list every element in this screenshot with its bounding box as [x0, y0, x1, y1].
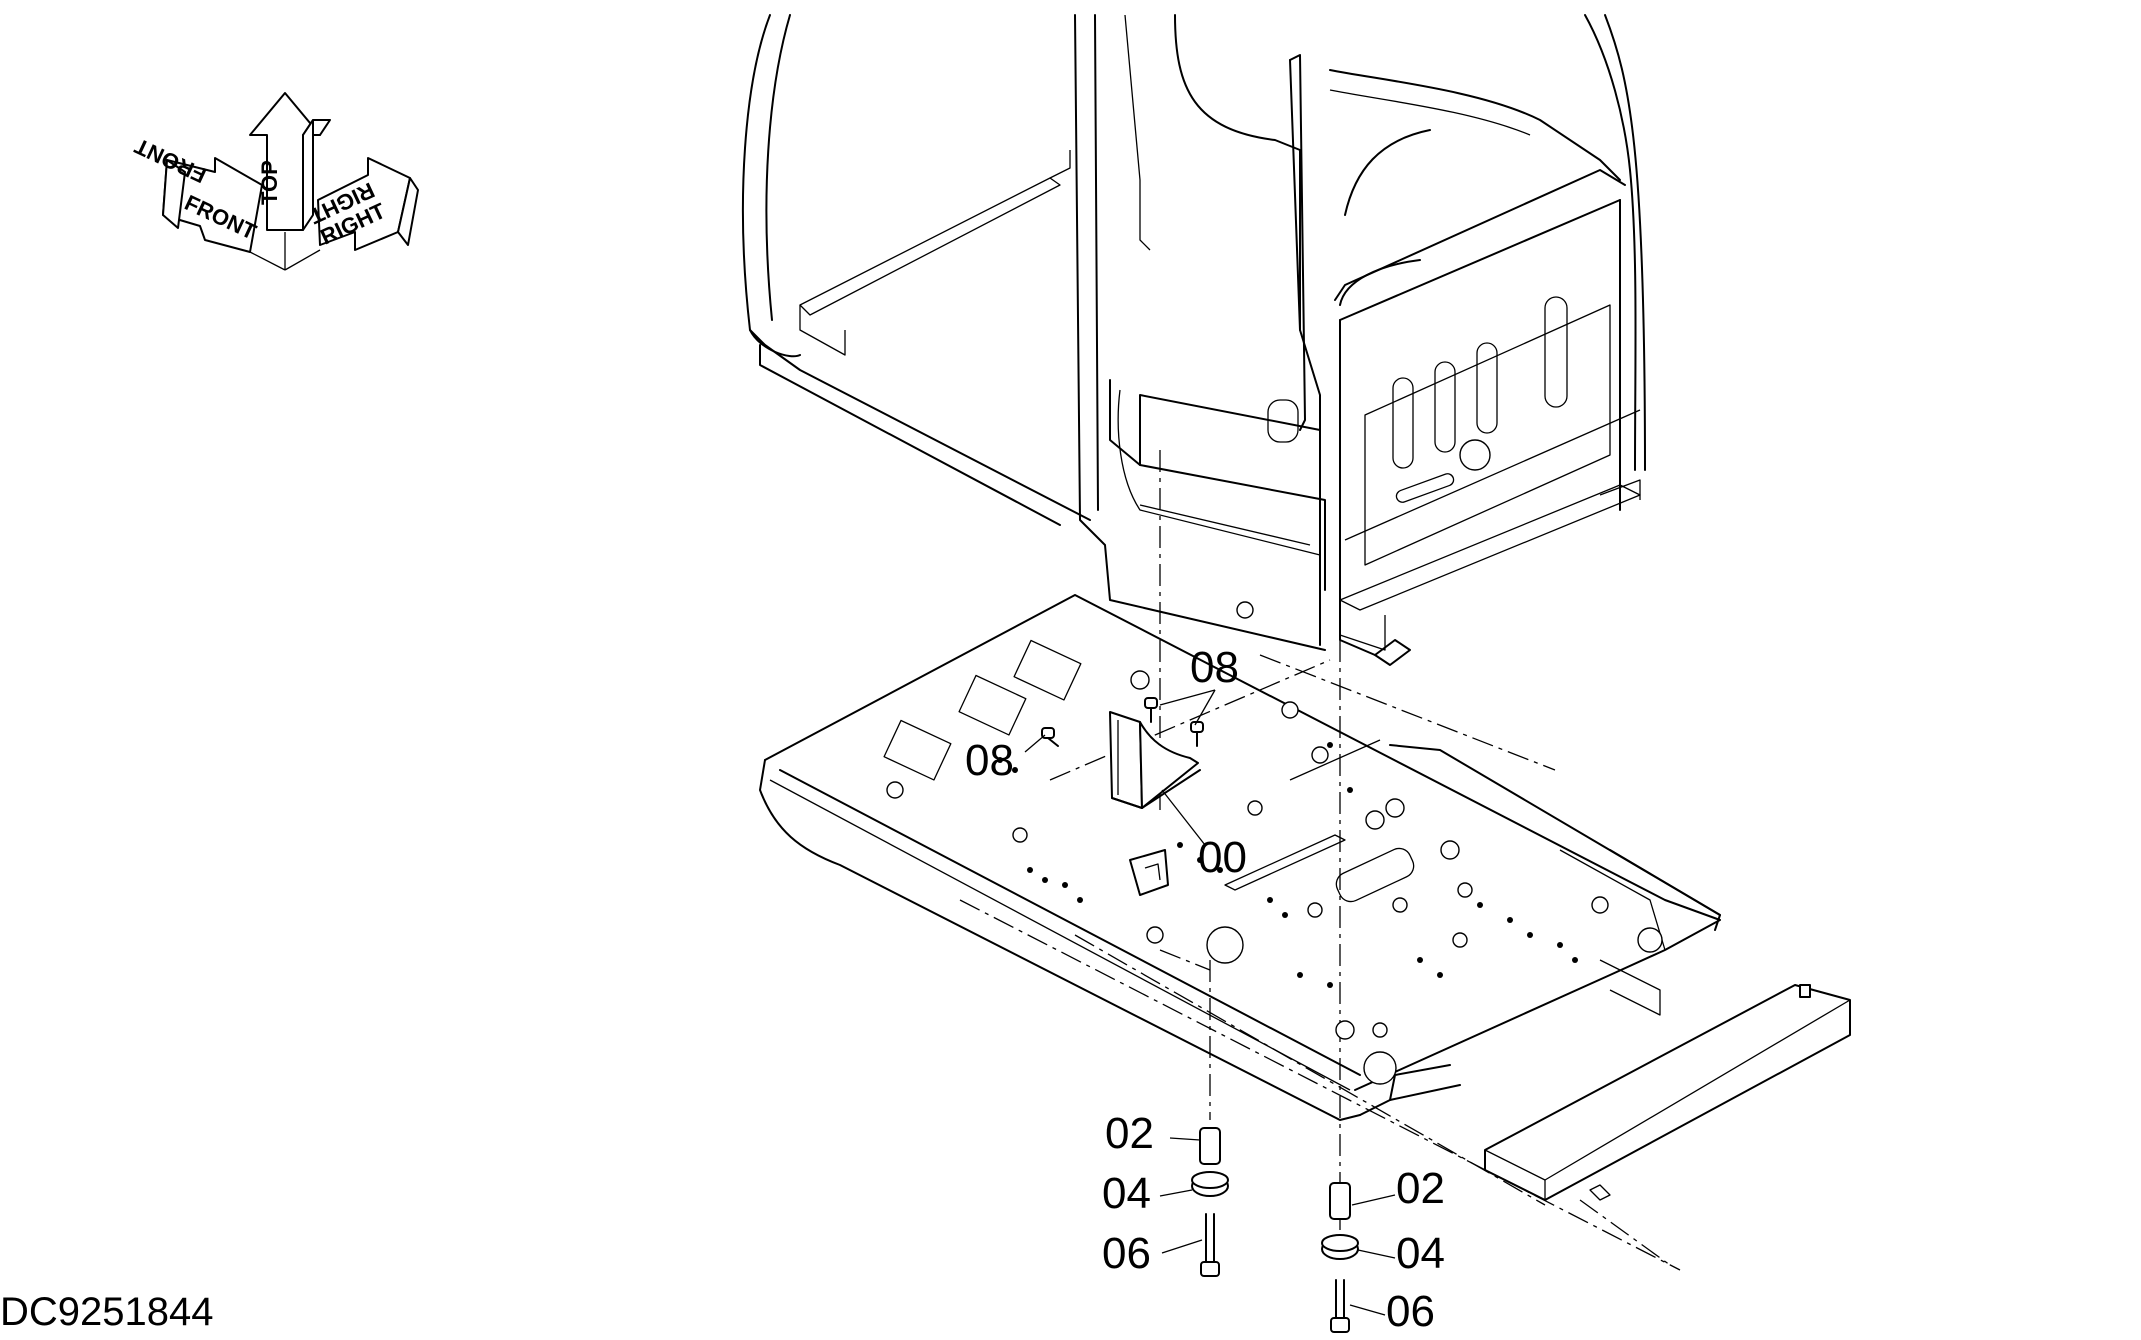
- leader-lines: [1024, 689, 1396, 1316]
- operator-cab: [741, 14, 1646, 666]
- document-id: DC9251844: [0, 1290, 214, 1334]
- callout-cushion-left: 04: [1102, 1169, 1151, 1218]
- callout-spacer-right: 02: [1396, 1164, 1445, 1213]
- callout-screw-upper: 08: [1190, 643, 1239, 692]
- mount-stack-right: [1321, 1182, 1359, 1333]
- callout-bracket: 00: [1198, 833, 1247, 882]
- screw-left: [1041, 727, 1059, 747]
- callout-bolt-right: 06: [1386, 1287, 1435, 1335]
- bolt-left-shape: [1200, 1261, 1220, 1277]
- floor-plate: [759, 594, 1851, 1271]
- spacer-right-shape: [1329, 1182, 1351, 1220]
- orientation-arrows: FRONT TOP RIGHT FRONT RIGHT: [130, 92, 419, 271]
- top-label: TOP: [257, 160, 282, 205]
- bolt-right-shape: [1330, 1317, 1350, 1333]
- callout-spacer-left: 02: [1105, 1109, 1154, 1158]
- assembly-center-lines: [1049, 450, 1556, 1230]
- callout-bolt-left: 06: [1102, 1229, 1151, 1278]
- callout-labels: 08 08 00 02 04 06 02 04 06: [965, 643, 1445, 1336]
- spacer-left-shape: [1199, 1127, 1221, 1165]
- mount-stack-left: [1191, 1127, 1229, 1277]
- bracket-assembly: [1041, 697, 1204, 896]
- callout-cushion-right: 04: [1396, 1229, 1445, 1278]
- callout-screw-left: 08: [965, 736, 1014, 785]
